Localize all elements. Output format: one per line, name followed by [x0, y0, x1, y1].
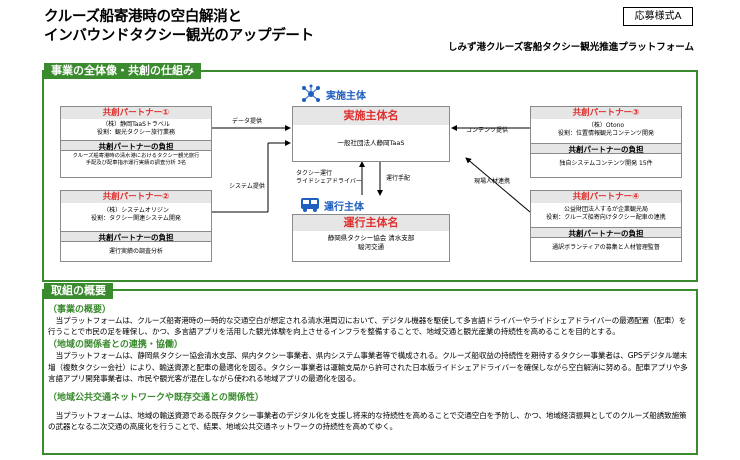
partner-2-burden-heading: 共創パートナーの負担	[61, 231, 211, 242]
details-content: （事業の概要） 当プラットフォームは、クルーズ船寄港時の一時的な交通空白が想定さ…	[48, 302, 692, 432]
partner-4-line-2: 役割：クルーズ船寄向けタクシー配車の連携	[546, 214, 666, 221]
implementer-card: 実施主体名 一般社団法人静岡TaaS	[292, 106, 450, 162]
partner-4-burden: 通訳ボランティアの募集と人材管理監督	[552, 244, 660, 251]
overview-section	[42, 70, 698, 282]
operator-name-1: 静岡県タクシー協会 清水支部	[327, 234, 415, 242]
operator-name: 静岡県タクシー協会 清水支部 駿河交通	[293, 231, 449, 252]
partner-1-burden-heading: 共創パートナーの負担	[61, 140, 211, 151]
partner-1-burden-2: 手配及び配車指示運行実績の調査分析 3名	[85, 160, 187, 166]
form-label: 応募様式A	[623, 7, 693, 26]
partner-1-burden: クルーズ船寄港時の清水港におけるタクシー観光旅行 手配及び配車指示運行実績の調査…	[61, 151, 211, 167]
title-line-1: クルーズ船寄港時の空白解消と	[44, 9, 242, 25]
partner-2-line-2: 役割：タクシー関連システム開発	[91, 215, 181, 222]
implementer-name: 一般社団法人静岡TaaS	[337, 139, 405, 147]
arrow-label-system: システム提供	[229, 183, 265, 190]
partner-card-2: 共創パートナー② （株）システムオリジン 役割：タクシー関連システム開発 共創パ…	[60, 190, 212, 262]
arrow-label-data: データ提供	[232, 118, 263, 125]
arrow-staff-line	[465, 157, 531, 213]
partner-3-line-1: （株）Otono	[587, 122, 625, 129]
partner-1-line-2: 役割：観光タクシー旅行業務	[96, 129, 175, 136]
partner-3-burden-heading: 共創パートナーの負担	[531, 143, 681, 154]
implementer-name-heading: 実施主体名	[293, 107, 449, 125]
partner-4-heading: 共創パートナー④	[531, 191, 681, 203]
partner-1-role: （株）静岡TaaSトラベル 役割：観光タクシー旅行業務	[61, 119, 211, 140]
partner-card-4: 共創パートナー④ 公益財団法人するが企業観光局 役割：クルーズ船寄向けタクシー配…	[530, 190, 682, 262]
arrow-label-dispatch: 運行手配	[386, 175, 411, 182]
implementer-label: 実施主体	[326, 90, 366, 102]
organization-name: しみず港クルーズ客船タクシー観光推進プラットフォーム	[448, 42, 694, 53]
partner-4-role: 公益財団法人するが企業観光局 役割：クルーズ船寄向けタクシー配車の連携	[531, 203, 681, 227]
partner-card-1: 共創パートナー① （株）静岡TaaSトラベル 役割：観光タクシー旅行業務 共創パ…	[60, 106, 212, 178]
partner-3-line-2: 役割：位置情報観光コンテンツ開発	[557, 130, 654, 137]
partner-3-burden: 独自システムコンテンツ開発 15件	[559, 160, 653, 167]
network-icon	[302, 84, 320, 102]
page-title: クルーズ船寄港時の空白解消と インバウンドタクシー観光のアップデート	[44, 8, 314, 46]
implementer-header: 実施主体	[300, 84, 366, 104]
partner-1-burden-1: クルーズ船寄港時の清水港におけるタクシー観光旅行	[72, 153, 200, 159]
partner-card-3: 共創パートナー③ （株）Otono 役割：位置情報観光コンテンツ開発 共創パート…	[530, 106, 682, 178]
arrow-label-staff: 現場人材連携	[474, 178, 511, 185]
operator-label: 運行主体	[324, 201, 364, 213]
details-heading-3: （地域公共交通ネットワークや既存交通との関係性）	[48, 393, 264, 404]
arrow-label-taxi-1: タクシー運行	[296, 170, 333, 177]
details-heading-1: （事業の概要）	[48, 305, 112, 315]
partner-3-role: （株）Otono 役割：位置情報観光コンテンツ開発	[531, 119, 681, 143]
operator-header: 運行主体	[300, 197, 364, 213]
partner-2-role: （株）システムオリジン 役割：タクシー関連システム開発	[61, 203, 211, 231]
arrow-label-taxi: タクシー運行 ライドシェアドライバー	[296, 170, 362, 185]
details-heading-2: （地域の関係者との連携・協働）	[48, 340, 183, 351]
operator-card: 運行主体名 静岡県タクシー協会 清水支部 駿河交通	[292, 214, 450, 262]
partner-4-line-1: 公益財団法人するが企業観光局	[563, 206, 648, 213]
operator-name-heading: 運行主体名	[293, 215, 449, 231]
details-text-1: 当プラットフォームは、クルーズ船寄港時の一時的な交通空白が想定される清水港周辺に…	[48, 316, 687, 337]
partner-2-line-1: （株）システムオリジン	[103, 207, 169, 214]
bus-icon	[301, 198, 319, 212]
partner-1-heading: 共創パートナー①	[61, 107, 211, 119]
partner-1-line-1: （株）静岡TaaSトラベル	[102, 121, 170, 128]
partner-4-burden-heading: 共創パートナーの負担	[531, 227, 681, 238]
partner-2-burden: 運行実績の調査分析	[108, 248, 163, 255]
details-text-3: 当プラットフォームは、地域の輸送資源である既存タクシー事業者のデジタル化を支援し…	[48, 411, 687, 432]
operator-name-2: 駿河交通	[358, 243, 384, 251]
arrow-label-content: コンテンツ提供	[466, 127, 509, 134]
details-section-title: 取組の概要	[44, 283, 113, 299]
details-section	[42, 289, 698, 455]
arrow-label-taxi-2: ライドシェアドライバー	[296, 177, 362, 185]
details-text-2: 当プラットフォームは、静岡県タクシー協会清水支部、県内タクシー事業者、県内システ…	[48, 351, 688, 383]
title-line-2: インバウンドタクシー観光のアップデート	[44, 28, 314, 44]
partner-3-heading: 共創パートナー③	[531, 107, 681, 119]
partner-2-heading: 共創パートナー②	[61, 191, 211, 203]
overview-section-title: 事業の全体像・共創の仕組み	[44, 63, 201, 79]
